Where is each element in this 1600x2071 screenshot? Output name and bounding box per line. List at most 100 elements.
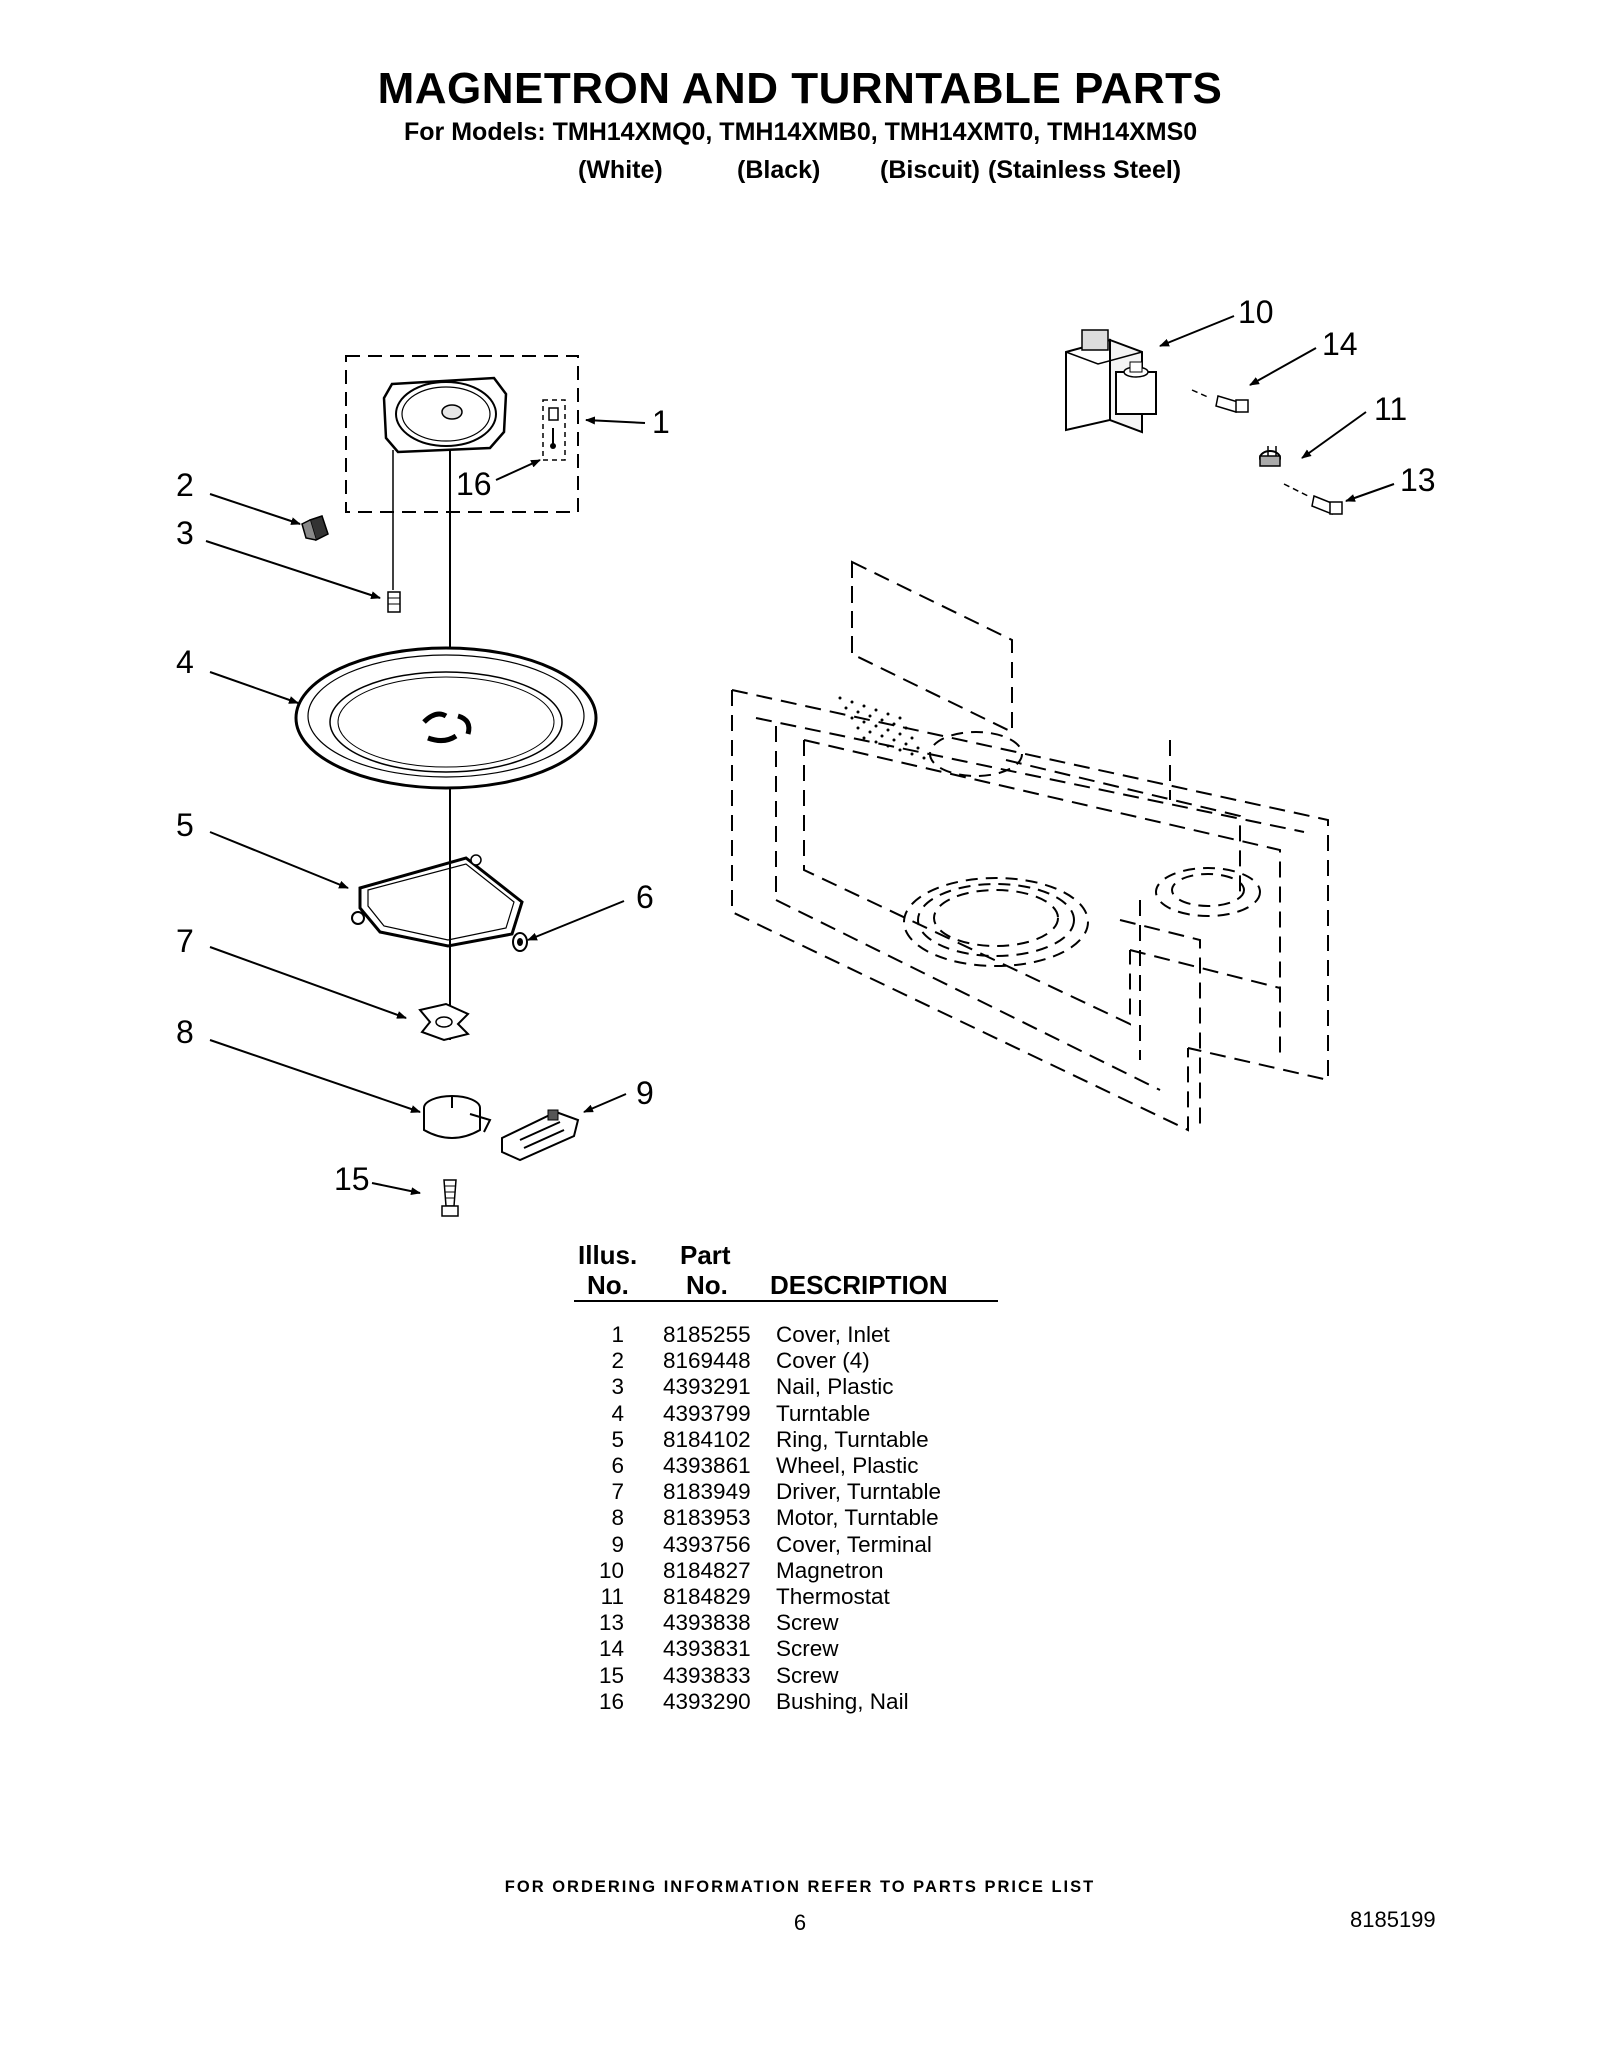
cavity-turntable-outline <box>903 731 1261 967</box>
part-number: 4393833 <box>663 1662 751 1688</box>
col-header-illus-bottom: No. <box>587 1270 629 1300</box>
callout-labels: 1 2 3 4 5 6 7 8 9 10 11 13 14 15 16 <box>176 294 1436 1197</box>
part-description: Cover, Terminal <box>776 1531 932 1557</box>
part-number: 8185255 <box>663 1322 751 1347</box>
illus-number: 2 <box>611 1348 624 1374</box>
callout-6: 6 <box>636 879 654 915</box>
callout-9: 9 <box>636 1075 654 1111</box>
illus-number: 4 <box>611 1400 624 1426</box>
table-row: 14 4393831 Screw <box>560 1636 1060 1662</box>
color-label-black: (Black) <box>737 156 821 184</box>
part-number: 8169448 <box>663 1348 751 1374</box>
part-number: 8184102 <box>663 1426 751 1452</box>
table-row: 2 8169448 Cover (4) <box>560 1348 1060 1374</box>
microwave-cavity-outline <box>731 560 1329 1132</box>
page-number: 6 <box>793 1910 807 1935</box>
table-row: 7 8183949 Driver, Turntable <box>560 1479 1060 1505</box>
table-row: 10 8184827 Magnetron <box>560 1558 1060 1584</box>
wheel-icon <box>512 932 528 952</box>
part-number: 4393838 <box>663 1610 751 1636</box>
part-description: Nail, Plastic <box>776 1374 894 1400</box>
illus-number: 16 <box>598 1688 624 1714</box>
part-number: 8183949 <box>663 1479 751 1505</box>
ordering-info-note: FOR ORDERING INFORMATION REFER TO PARTS … <box>504 1878 1096 1896</box>
table-row: 16 4393290 Bushing, Nail <box>560 1689 1060 1715</box>
part-description: Cover (4) <box>776 1348 870 1374</box>
callout-15: 15 <box>334 1161 370 1197</box>
illus-number: 5 <box>611 1426 624 1452</box>
illus-number: 3 <box>611 1374 624 1400</box>
col-header-illus-top: Illus. <box>578 1240 638 1270</box>
part-number: 8183953 <box>663 1505 751 1531</box>
part-number: 4393756 <box>663 1531 751 1557</box>
cavity-vent-pattern <box>838 696 926 760</box>
part-description: Ring, Turntable <box>776 1426 929 1452</box>
part-description: Wheel, Plastic <box>776 1453 919 1478</box>
table-row: 1 8185255 Cover, Inlet <box>560 1322 1060 1348</box>
thermostat-icon <box>1259 446 1281 467</box>
callout-1: 1 <box>652 404 670 440</box>
illus-number: 1 <box>611 1322 624 1347</box>
callout-10: 10 <box>1238 294 1274 330</box>
part-description: Motor, Turntable <box>776 1505 939 1531</box>
exploded-parts-diagram: 1 2 3 4 5 6 7 8 9 10 11 13 14 15 16 <box>176 294 1436 1217</box>
color-label-stainless: (Stainless Steel) <box>988 156 1182 184</box>
callout-7: 7 <box>176 923 194 959</box>
thermostat-screw-icon <box>1283 483 1343 516</box>
table-row: 6 4393861 Wheel, Plastic <box>560 1453 1060 1479</box>
color-label-biscuit: (Biscuit) <box>880 156 980 184</box>
illus-number: 13 <box>598 1610 624 1636</box>
illus-number: 9 <box>611 1531 624 1557</box>
callout-14: 14 <box>1322 326 1358 362</box>
table-row: 8 8183953 Motor, Turntable <box>560 1505 1060 1531</box>
callout-16: 16 <box>456 466 492 502</box>
table-row: 4 4393799 Turntable <box>560 1401 1060 1427</box>
part-number: 4393291 <box>663 1374 751 1400</box>
color-label-white: (White) <box>578 156 663 184</box>
part-number: 8184829 <box>663 1584 751 1609</box>
turntable-ring-icon <box>351 854 524 948</box>
part-description: Bushing, Nail <box>776 1688 909 1714</box>
table-row: 3 4393291 Nail, Plastic <box>560 1374 1060 1400</box>
part-description: Turntable <box>776 1400 871 1426</box>
part-description: Thermostat <box>776 1584 890 1609</box>
nail-icon <box>387 591 401 613</box>
part-number: 8184827 <box>663 1557 751 1583</box>
illus-number: 8 <box>611 1505 624 1531</box>
part-description: Cover, Inlet <box>776 1322 890 1347</box>
document-number: 8185199 <box>1350 1907 1436 1932</box>
table-row: 11 8184829 Thermostat <box>560 1584 1060 1610</box>
callout-8: 8 <box>176 1014 194 1050</box>
illus-number: 10 <box>598 1557 624 1583</box>
col-header-part-bottom: No. <box>686 1270 728 1300</box>
table-row: 15 4393833 Screw <box>560 1663 1060 1689</box>
page-title: MAGNETRON AND TURNTABLE PARTS <box>377 64 1223 113</box>
part-number: 4393290 <box>663 1688 751 1714</box>
turntable-motor-icon <box>423 1095 492 1139</box>
inlet-cover-group <box>345 355 579 513</box>
part-number: 4393861 <box>663 1453 751 1478</box>
part-description: Magnetron <box>776 1557 884 1583</box>
table-row: 13 4393838 Screw <box>560 1610 1060 1636</box>
table-row: 5 8184102 Ring, Turntable <box>560 1427 1060 1453</box>
callout-2: 2 <box>176 467 194 503</box>
part-description: Screw <box>776 1610 839 1636</box>
terminal-cover-icon <box>501 1109 580 1162</box>
leader-arrows <box>205 315 1395 1196</box>
callout-4: 4 <box>176 644 194 680</box>
part-description: Screw <box>776 1636 839 1662</box>
callout-13: 13 <box>1400 462 1436 498</box>
bushing-icon <box>548 407 559 421</box>
magnetron-icon <box>1065 329 1157 434</box>
col-header-part-top: Part <box>680 1240 731 1270</box>
table-row: 9 4393756 Cover, Terminal <box>560 1532 1060 1558</box>
illus-number: 6 <box>611 1453 624 1478</box>
illus-number: 15 <box>598 1662 624 1688</box>
callout-11: 11 <box>1374 391 1407 427</box>
part-number: 4393831 <box>663 1636 751 1662</box>
turntable-driver-icon <box>418 1002 470 1042</box>
col-header-description: DESCRIPTION <box>770 1270 948 1300</box>
part-description: Screw <box>776 1662 839 1688</box>
illus-number: 14 <box>598 1636 624 1662</box>
magnetron-screw-icon <box>1191 389 1249 413</box>
